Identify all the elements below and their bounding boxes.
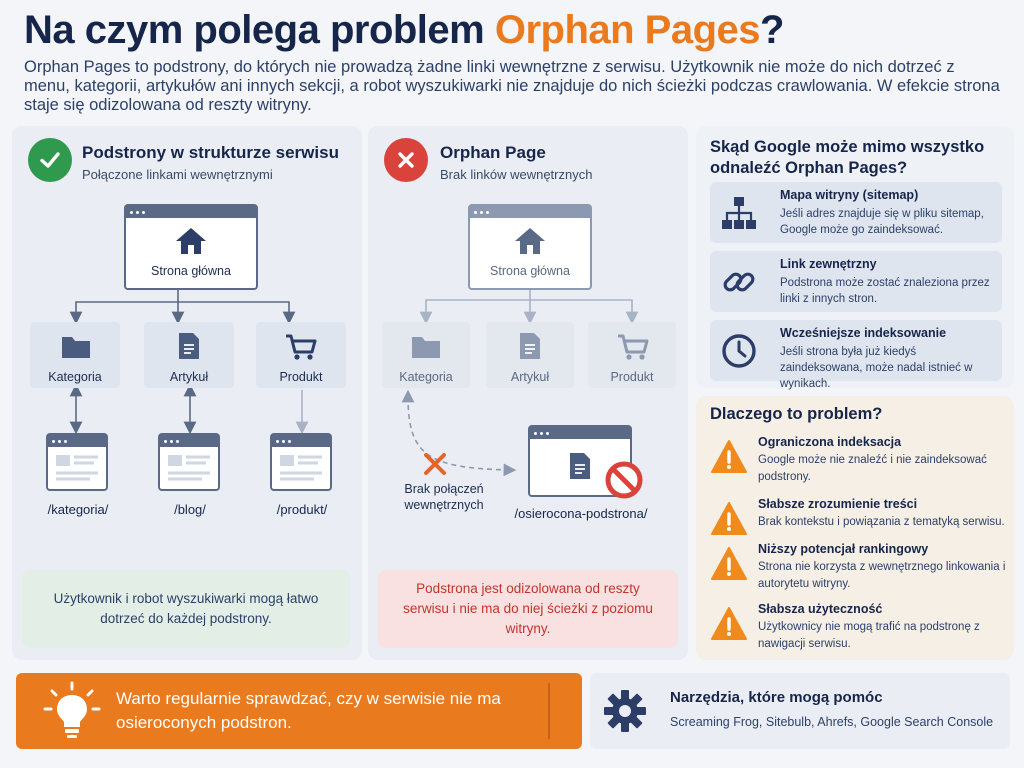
orphan-page-title: Orphan Page: [440, 143, 546, 162]
warning-icon: [711, 440, 747, 473]
folder-icon: [62, 337, 90, 358]
home-page-label: Strona główna: [151, 264, 231, 278]
problem-item-title: Słabsza użyteczność: [758, 602, 883, 616]
home-page-browser: [124, 204, 258, 290]
linked-structure-title: Podstrony w strukturze serwisu: [82, 143, 339, 162]
orphan-product-node-label: Produkt: [610, 370, 654, 384]
intro-text: Orphan Pages to podstrony, do których ni…: [24, 58, 1000, 114]
blog-path: /blog/: [174, 502, 206, 517]
product-path: /produkt/: [276, 502, 328, 517]
shopping-cart-icon-faded: [618, 334, 649, 360]
clock-icon: [722, 334, 756, 368]
blog-page-browser: [158, 433, 220, 491]
tools-list: Screaming Frog, Sitebulb, Ahrefs, Google…: [670, 715, 994, 729]
lightbulb-icon: [43, 681, 101, 738]
title-main: Na czym polega problem: [24, 8, 495, 52]
problem-item-desc: Brak kontekstu i powiązania z tematyką s…: [758, 516, 1005, 528]
external-link-source-title: Link zewnętrzny: [780, 257, 877, 271]
orphan-home-page-label: Strona główna: [490, 264, 570, 278]
problems-title: Dlaczego to problem?: [710, 405, 883, 423]
product-node-label: Produkt: [279, 370, 323, 384]
linked-structure-note: Użytkownik i robot wyszukiwarki mogą łat…: [22, 570, 350, 648]
orphan-document-icon: [570, 453, 590, 479]
warning-icon: [711, 502, 747, 535]
document-icon: [179, 333, 199, 359]
orphan-category-node-label: Kategoria: [399, 370, 453, 384]
warning-icon: [711, 607, 747, 640]
broken-link-label: Brak połączeń wewnętrznych: [404, 482, 484, 512]
previous-indexing-source-card: Wcześniejsze indeksowanie Jeśli strona b…: [710, 320, 1002, 390]
shopping-cart-icon: [286, 334, 317, 360]
orphan-home-page-browser: [468, 204, 592, 290]
problem-item-desc: Użytkownicy nie mogą trafić na podstronę…: [758, 621, 980, 650]
broken-link-x-icon: [424, 453, 446, 475]
category-path: /kategoria/: [47, 502, 109, 517]
sitemap-source-desc: Jeśli adres znajduje się w pliku sitemap…: [780, 208, 984, 236]
sitemap-icon: [722, 197, 756, 229]
orphan-article-node-label: Artykuł: [510, 370, 550, 384]
linked-structure-connectors: [69, 287, 309, 435]
document-icon-faded: [520, 333, 540, 359]
category-page-browser: [46, 433, 108, 491]
tools-section: Narzędzia, które mogą pomóc Screaming Fr…: [590, 673, 1010, 749]
sitemap-source-card: Mapa witryny (sitemap) Jeśli adres znajd…: [710, 182, 1002, 243]
link-icon: [723, 272, 755, 292]
linked-structure-subtitle: Połączone linkami wewnętrznymi: [82, 167, 273, 182]
problem-item-title: Słabsze zrozumienie treści: [758, 497, 918, 511]
external-link-source-desc: Podstrona może zostać znaleziona przez l…: [780, 277, 990, 305]
title-end: ?: [760, 8, 784, 52]
problem-item-desc: Google może nie znaleźć i nie zaindeksow…: [758, 454, 987, 483]
external-link-source-card: Link zewnętrzny Podstrona może zostać zn…: [710, 251, 1002, 312]
previous-indexing-source-title: Wcześniejsze indeksowanie: [780, 326, 947, 340]
tip-divider: [548, 683, 550, 739]
tip-text: Warto regularnie sprawdzać, czy w serwis…: [116, 689, 501, 732]
warning-icon: [711, 547, 747, 580]
category-node-label: Kategoria: [48, 370, 102, 384]
error-x-icon: [384, 138, 428, 182]
orphan-page-note: Podstrona jest odizolowana od reszty ser…: [378, 570, 678, 648]
problems-panel: [696, 396, 1014, 660]
folder-icon-faded: [412, 337, 440, 358]
product-node: [256, 322, 346, 388]
product-page-browser: [270, 433, 332, 491]
tools-title: Narzędzia, które mogą pomóc: [670, 689, 883, 706]
page-title: Na czym polega problem Orphan Pages?: [24, 8, 784, 53]
problem-item-desc: Strona nie korzysta z wewnętrznego linko…: [758, 561, 1006, 590]
blocked-icon: [605, 461, 643, 499]
problem-item-title: Ograniczona indeksacja: [758, 435, 902, 449]
check-icon: [28, 138, 72, 182]
orphan-page-subtitle: Brak linków wewnętrznych: [440, 167, 593, 182]
orphan-product-node: [588, 322, 676, 388]
home-icon-faded: [515, 228, 545, 254]
problem-item-title: Niższy potencjał rankingowy: [758, 542, 929, 556]
discovery-sources-title: Skąd Google może mimo wszystko odnaleźć …: [710, 138, 985, 177]
previous-indexing-source-desc: Jeśli strona była już kiedyś zaindeksowa…: [780, 346, 973, 390]
orphan-page-path: /osierocona-podstrona/: [514, 506, 648, 521]
tip-banner: Warto regularnie sprawdzać, czy w serwis…: [16, 673, 582, 749]
gear-icon: [604, 690, 646, 732]
home-icon: [176, 228, 206, 254]
title-accent: Orphan Pages: [494, 8, 761, 52]
sitemap-source-title: Mapa witryny (sitemap): [780, 188, 919, 202]
article-node-label: Artykuł: [169, 370, 209, 384]
